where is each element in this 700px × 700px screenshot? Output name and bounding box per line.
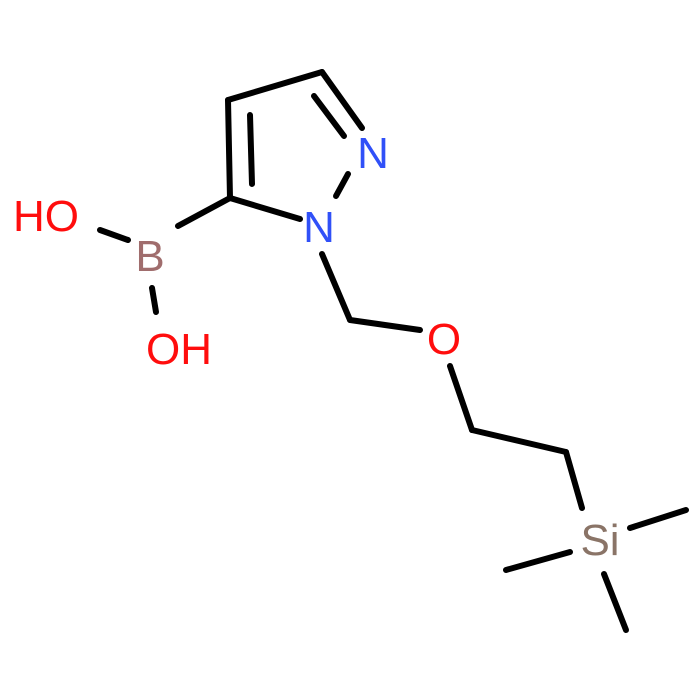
- bond-si-methyl-down: [601, 571, 629, 633]
- bond-c3-n2: [319, 69, 365, 131]
- bond-o-ch2: [447, 363, 475, 433]
- bond-c5-c4-double: [247, 112, 255, 187]
- bond-c5-b: [175, 195, 233, 229]
- atom-ether-oxygen: O: [427, 315, 461, 364]
- atom-boron: B: [135, 232, 164, 281]
- atom-n-upper: N: [357, 129, 389, 178]
- atom-labels: N N B HO OH O Si: [13, 129, 620, 565]
- atom-hydroxyl-bottom: OH: [146, 325, 212, 374]
- bond-c5-c4: [225, 97, 233, 201]
- bond-si-methyl-left: [503, 549, 573, 573]
- bond-b-oh-bottom: [149, 285, 159, 315]
- bonds: [97, 69, 689, 633]
- bond-b-oh-top: [97, 227, 131, 243]
- bond-n1-c5: [227, 195, 303, 222]
- bond-ch2-si: [563, 449, 585, 511]
- atom-hydroxyl-top: HO: [13, 192, 79, 241]
- bond-ch2-ch2: [469, 427, 569, 455]
- bond-n2-n1: [333, 171, 351, 199]
- atom-silicon: Si: [580, 516, 619, 565]
- bond-c3-c4: [225, 69, 325, 103]
- bond-c3-n2-double: [311, 93, 347, 139]
- atom-n-lower: N: [303, 203, 335, 252]
- bond-ch2-o: [347, 317, 423, 333]
- bond-n1-ch2: [319, 251, 353, 323]
- bond-si-methyl-right: [627, 507, 689, 531]
